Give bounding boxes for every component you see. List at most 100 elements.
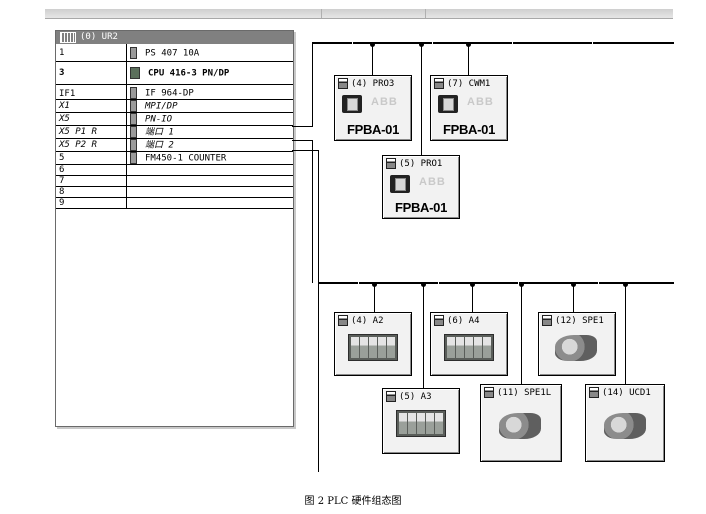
- module-name: PS 407 10A: [145, 48, 200, 58]
- abb-logo: ABB: [371, 96, 398, 108]
- module-name: MPI/DP: [145, 101, 178, 112]
- module-name: CPU 416-3 PN/DP: [148, 68, 230, 79]
- slot-number: 3: [56, 61, 127, 85]
- module-name: FM450-1 COUNTER: [145, 153, 227, 164]
- module-cell[interactable]: PN-IO: [126, 112, 293, 126]
- device-name: FPBA-01: [394, 200, 448, 215]
- slot-number: 8: [56, 186, 127, 198]
- module-icon: [130, 87, 137, 99]
- station-icon: [386, 391, 396, 402]
- drive-icon: [438, 95, 458, 113]
- pnio-link: [292, 150, 318, 151]
- rack-grid-icon: [60, 32, 76, 43]
- profibus-device[interactable]: (4) PRO3 ABB FPBA-01: [334, 75, 412, 141]
- rack-title: (0) UR2: [80, 32, 118, 42]
- dp-link: [292, 126, 313, 127]
- drop-line: [421, 44, 422, 155]
- station-icon: [434, 78, 444, 89]
- module-cell[interactable]: [126, 186, 293, 198]
- drop-line: [468, 44, 469, 75]
- profinet-device[interactable]: (14) UCD1: [585, 384, 665, 462]
- station-icon: [542, 315, 552, 326]
- module-icon: [130, 139, 137, 151]
- profinet-line[interactable]: [318, 282, 674, 284]
- rack-row[interactable]: 3 CPU 416-3 PN/DP: [56, 61, 293, 85]
- cpu-module-icon: [130, 67, 140, 79]
- slot-number: X1: [56, 99, 127, 113]
- rack-row[interactable]: X5 PN-IO: [56, 112, 293, 126]
- slot-number: 9: [56, 197, 127, 209]
- device-label: (4) A2: [351, 315, 384, 326]
- pnio-drop: [318, 150, 319, 472]
- module-cell[interactable]: 端口 1: [126, 125, 293, 139]
- module-name: IF 964-DP: [145, 88, 194, 99]
- drop-line: [372, 44, 373, 75]
- figure-caption: 图 2 PLC 硬件组态图: [304, 496, 402, 507]
- station-icon: [589, 387, 599, 398]
- module-cell[interactable]: CPU 416-3 PN/DP: [126, 61, 293, 85]
- rack-row[interactable]: X5 P1 R 端口 1: [56, 125, 293, 139]
- rack-row[interactable]: 7: [56, 175, 293, 187]
- io-module-icon: [348, 334, 398, 361]
- module-cell[interactable]: PS 407 10A: [126, 44, 293, 62]
- module-cell[interactable]: [126, 175, 293, 187]
- profinet-device[interactable]: (6) A4: [430, 312, 508, 376]
- drop-line: [521, 284, 522, 384]
- rack-row[interactable]: 5 FM450-1 COUNTER: [56, 151, 293, 165]
- module-icon: [130, 113, 137, 125]
- module-name: 端口 1: [145, 127, 174, 138]
- rack-row[interactable]: 8: [56, 186, 293, 198]
- rack-row[interactable]: IF1 IF 964-DP: [56, 84, 293, 100]
- profinet-device[interactable]: (12) SPE1: [538, 312, 616, 376]
- slot-number: 5: [56, 151, 127, 165]
- drop-line: [423, 284, 424, 388]
- io-module-icon: [444, 334, 494, 361]
- profibus-line[interactable]: [312, 42, 674, 44]
- profinet-device[interactable]: (11) SPE1L: [480, 384, 562, 462]
- module-cell[interactable]: 端口 2: [126, 138, 293, 152]
- slot-number: X5 P1 R: [56, 125, 127, 139]
- profibus-device[interactable]: (7) CWM1 ABB FPBA-01: [430, 75, 508, 141]
- module-icon: [130, 126, 137, 138]
- rack-title-bar[interactable]: (0) UR2: [56, 31, 293, 44]
- module-icon: [130, 152, 137, 164]
- slot-number: 6: [56, 164, 127, 176]
- drive-icon: [390, 175, 410, 193]
- device-label: (5) PRO1: [399, 158, 443, 169]
- encoder-icon: [555, 335, 597, 361]
- module-cell[interactable]: IF 964-DP: [126, 84, 293, 100]
- mpi-riser: [312, 140, 313, 283]
- module-cell[interactable]: [126, 197, 293, 209]
- device-label: (5) A3: [399, 391, 432, 402]
- rack-row[interactable]: 1 PS 407 10A: [56, 44, 293, 62]
- module-cell[interactable]: FM450-1 COUNTER: [126, 151, 293, 165]
- rack-row[interactable]: X1 MPI/DP: [56, 99, 293, 113]
- encoder-icon: [604, 413, 646, 439]
- station-icon: [338, 78, 348, 89]
- profinet-device[interactable]: (5) A3: [382, 388, 460, 454]
- profinet-device[interactable]: (4) A2: [334, 312, 412, 376]
- slot-number: 7: [56, 175, 127, 187]
- rack-row[interactable]: 6: [56, 164, 293, 176]
- device-label: (4) PRO3: [351, 78, 395, 89]
- device-label: (7) CWM1: [447, 78, 491, 89]
- profibus-device[interactable]: (5) PRO1 ABB FPBA-01: [382, 155, 460, 219]
- module-cell[interactable]: [126, 164, 293, 176]
- module-icon: [130, 46, 137, 59]
- drop-line: [573, 284, 574, 312]
- device-name: FPBA-01: [442, 122, 496, 137]
- rack-row[interactable]: 9: [56, 197, 293, 209]
- hardware-rack[interactable]: (0) UR2 1 PS 407 10A 3 CPU 416-3 PN/DP I…: [55, 30, 294, 427]
- station-icon: [434, 315, 444, 326]
- device-label: (14) UCD1: [602, 387, 651, 398]
- module-name: PN-IO: [145, 114, 173, 125]
- station-icon: [338, 315, 348, 326]
- io-module-icon: [396, 410, 446, 437]
- module-cell[interactable]: MPI/DP: [126, 99, 293, 113]
- slot-number: X5: [56, 112, 127, 126]
- device-label: (6) A4: [447, 315, 480, 326]
- encoder-icon: [499, 413, 541, 439]
- rack-row[interactable]: X5 P2 R 端口 2: [56, 138, 293, 152]
- profibus-riser: [312, 42, 313, 127]
- slot-number: 1: [56, 44, 127, 62]
